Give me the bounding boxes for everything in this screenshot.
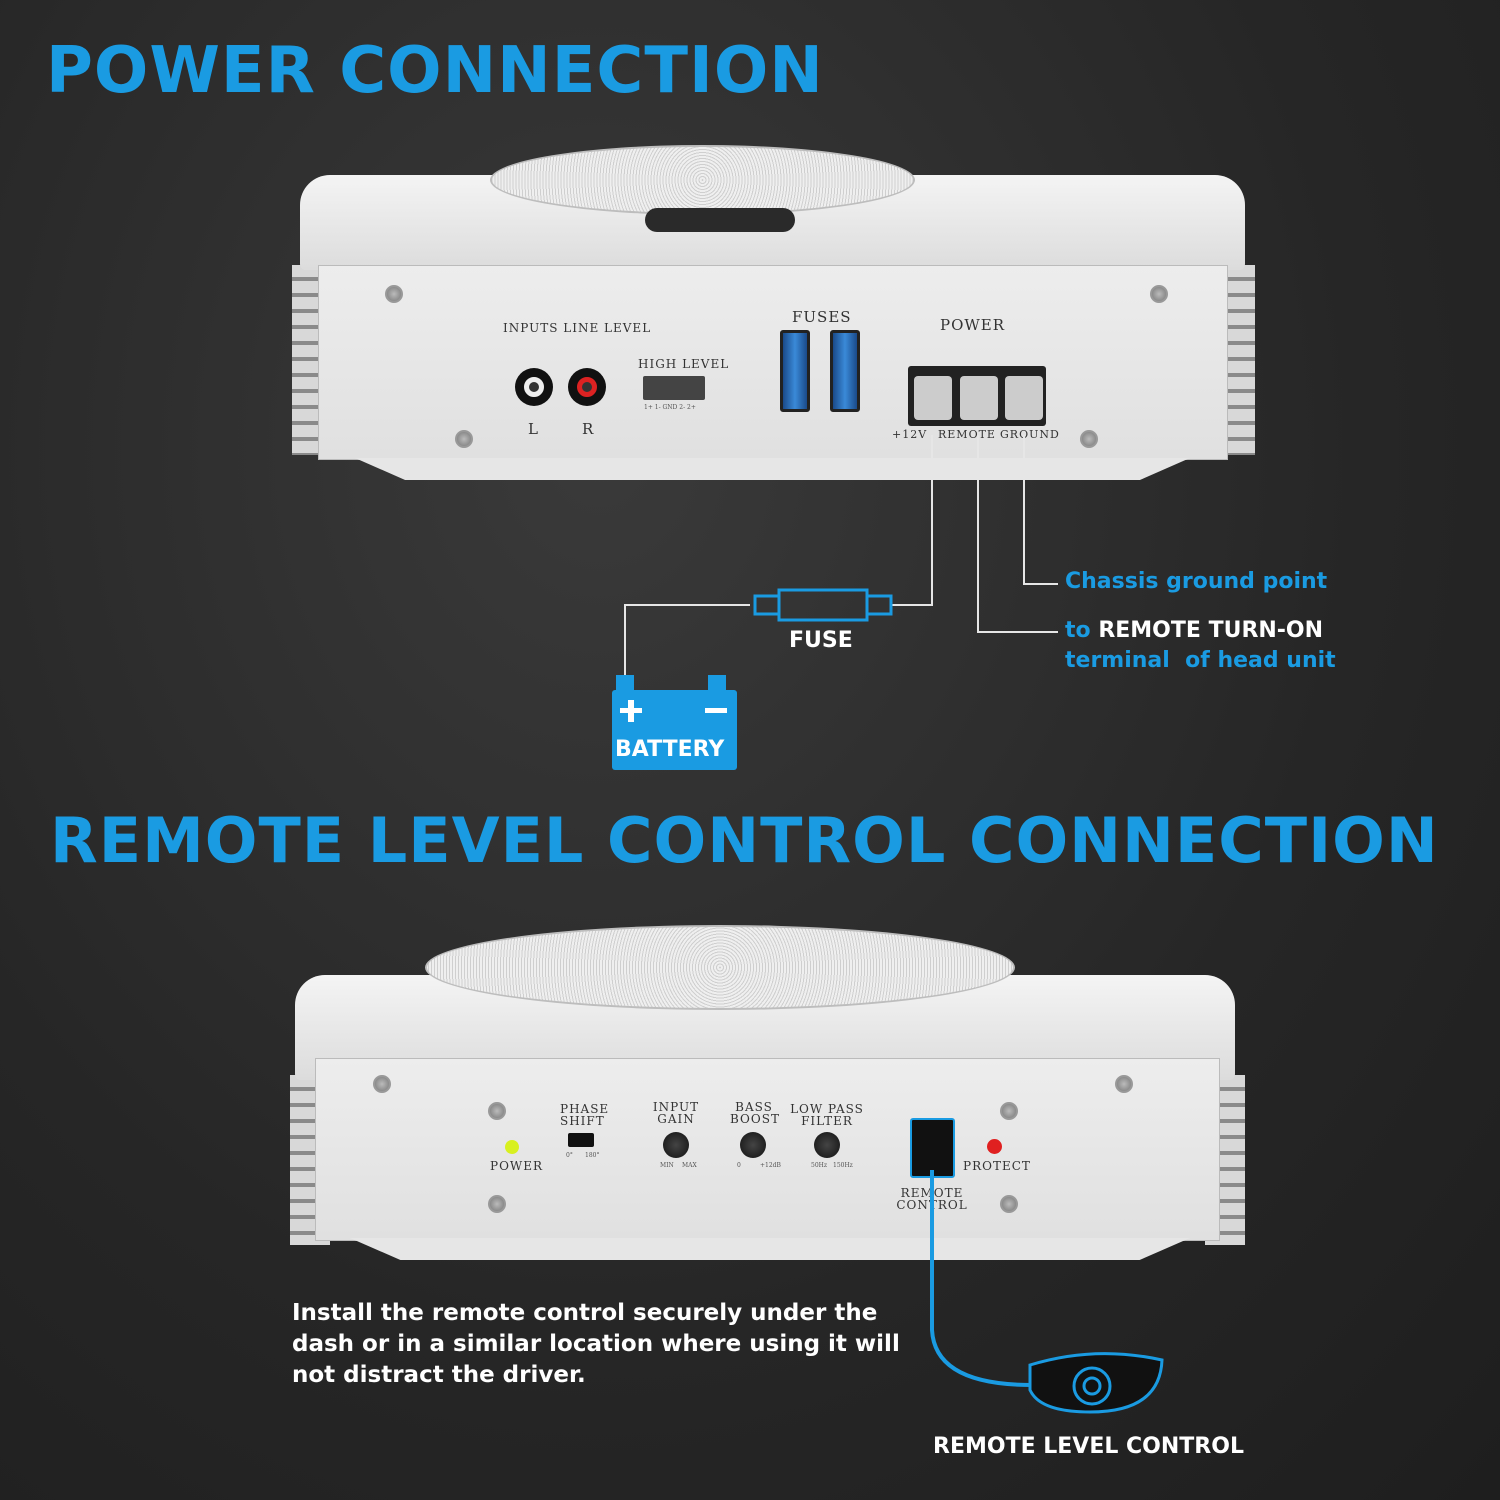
wire-12v	[890, 435, 933, 606]
input-gain-label: INPUT GAIN	[652, 1100, 700, 1126]
terminal-label-12v: +12V	[892, 428, 928, 441]
front-panel	[318, 265, 1228, 460]
bass-min: 0	[737, 1162, 741, 1169]
fuse-icon	[830, 330, 860, 412]
power-led-label: POWER	[490, 1159, 544, 1173]
low-pass-knob[interactable]	[814, 1132, 840, 1158]
protect-led	[987, 1139, 1002, 1154]
remote-connection-title: REMOTE LEVEL CONTROL CONNECTION	[50, 804, 1439, 877]
remote-note-suffix: terminal of head unit	[1065, 648, 1336, 673]
screw-icon	[1115, 1075, 1133, 1093]
power-label: POWER	[940, 316, 1006, 334]
screw-icon	[1000, 1195, 1018, 1213]
fuse-icon	[753, 588, 893, 622]
phase-max: 180°	[585, 1152, 600, 1159]
logo-badge	[645, 208, 795, 232]
terminal-ground[interactable]	[1005, 376, 1043, 420]
phase-shift-label: PHASE SHIFT	[560, 1102, 610, 1128]
screw-icon	[1150, 285, 1168, 303]
phase-shift-switch[interactable]	[568, 1133, 594, 1147]
screw-icon	[373, 1075, 391, 1093]
high-level-label: HIGH LEVEL	[638, 357, 730, 371]
remote-cable	[930, 1170, 1164, 1414]
battery-icon	[612, 675, 737, 770]
remote-level-control-icon	[1028, 1352, 1164, 1414]
speaker-grill	[490, 145, 915, 215]
wire-ground	[1023, 435, 1058, 585]
high-level-connector[interactable]	[643, 376, 705, 400]
low-pass-filter-label: LOW PASS FILTER	[790, 1102, 864, 1128]
remote-control-port[interactable]	[910, 1118, 955, 1178]
lp-max: 150Hz	[833, 1162, 853, 1169]
screw-icon	[1000, 1102, 1018, 1120]
bass-max: +12dB	[760, 1162, 781, 1169]
fuse-label: FUSE	[789, 628, 853, 653]
fuse-icon	[780, 330, 810, 412]
protect-led-label: PROTECT	[963, 1159, 1031, 1173]
gain-min: MIN	[660, 1162, 674, 1169]
left-label: L	[528, 420, 539, 438]
screw-icon	[385, 285, 403, 303]
terminal-label-remote: REMOTE	[938, 428, 996, 441]
battery-label: BATTERY	[615, 737, 725, 762]
inputs-line-level-label: INPUTS LINE LEVEL	[503, 321, 652, 335]
terminal-remote[interactable]	[960, 376, 998, 420]
speaker-grill	[425, 925, 1015, 1010]
terminal-12v[interactable]	[914, 376, 952, 420]
input-gain-knob[interactable]	[663, 1132, 689, 1158]
wire-battery	[624, 604, 750, 680]
screw-icon	[1080, 430, 1098, 448]
bass-boost-label: BASS BOOST	[730, 1100, 780, 1126]
rca-input-left[interactable]	[515, 368, 553, 406]
bass-boost-knob[interactable]	[740, 1132, 766, 1158]
power-led	[505, 1140, 519, 1154]
remote-note-prefix: to	[1065, 618, 1091, 643]
high-level-pins: 1+ 1- GND 2- 2+	[644, 404, 696, 411]
wire-remote	[977, 435, 1058, 633]
fuses-label: FUSES	[792, 308, 852, 326]
screw-icon	[488, 1195, 506, 1213]
screw-icon	[488, 1102, 506, 1120]
lp-min: 50Hz	[811, 1162, 828, 1169]
remote-note-bold: REMOTE TURN-ON	[1098, 618, 1324, 643]
rca-input-right[interactable]	[568, 368, 606, 406]
right-label: R	[582, 420, 595, 438]
install-instructions: Install the remote control securely unde…	[292, 1300, 900, 1388]
power-connection-title: POWER CONNECTION	[46, 34, 824, 108]
phase-min: 0°	[566, 1152, 573, 1159]
mounting-flange	[350, 1238, 1190, 1260]
power-wiring-diagram	[612, 435, 1058, 770]
mounting-flange	[355, 458, 1190, 480]
front-panel	[315, 1058, 1220, 1241]
screw-icon	[455, 430, 473, 448]
remote-level-control-label: REMOTE LEVEL CONTROL	[933, 1434, 1244, 1459]
gain-max: MAX	[682, 1162, 697, 1169]
ground-note: Chassis ground point	[1065, 569, 1328, 594]
terminal-label-ground: GROUND	[1000, 428, 1060, 441]
